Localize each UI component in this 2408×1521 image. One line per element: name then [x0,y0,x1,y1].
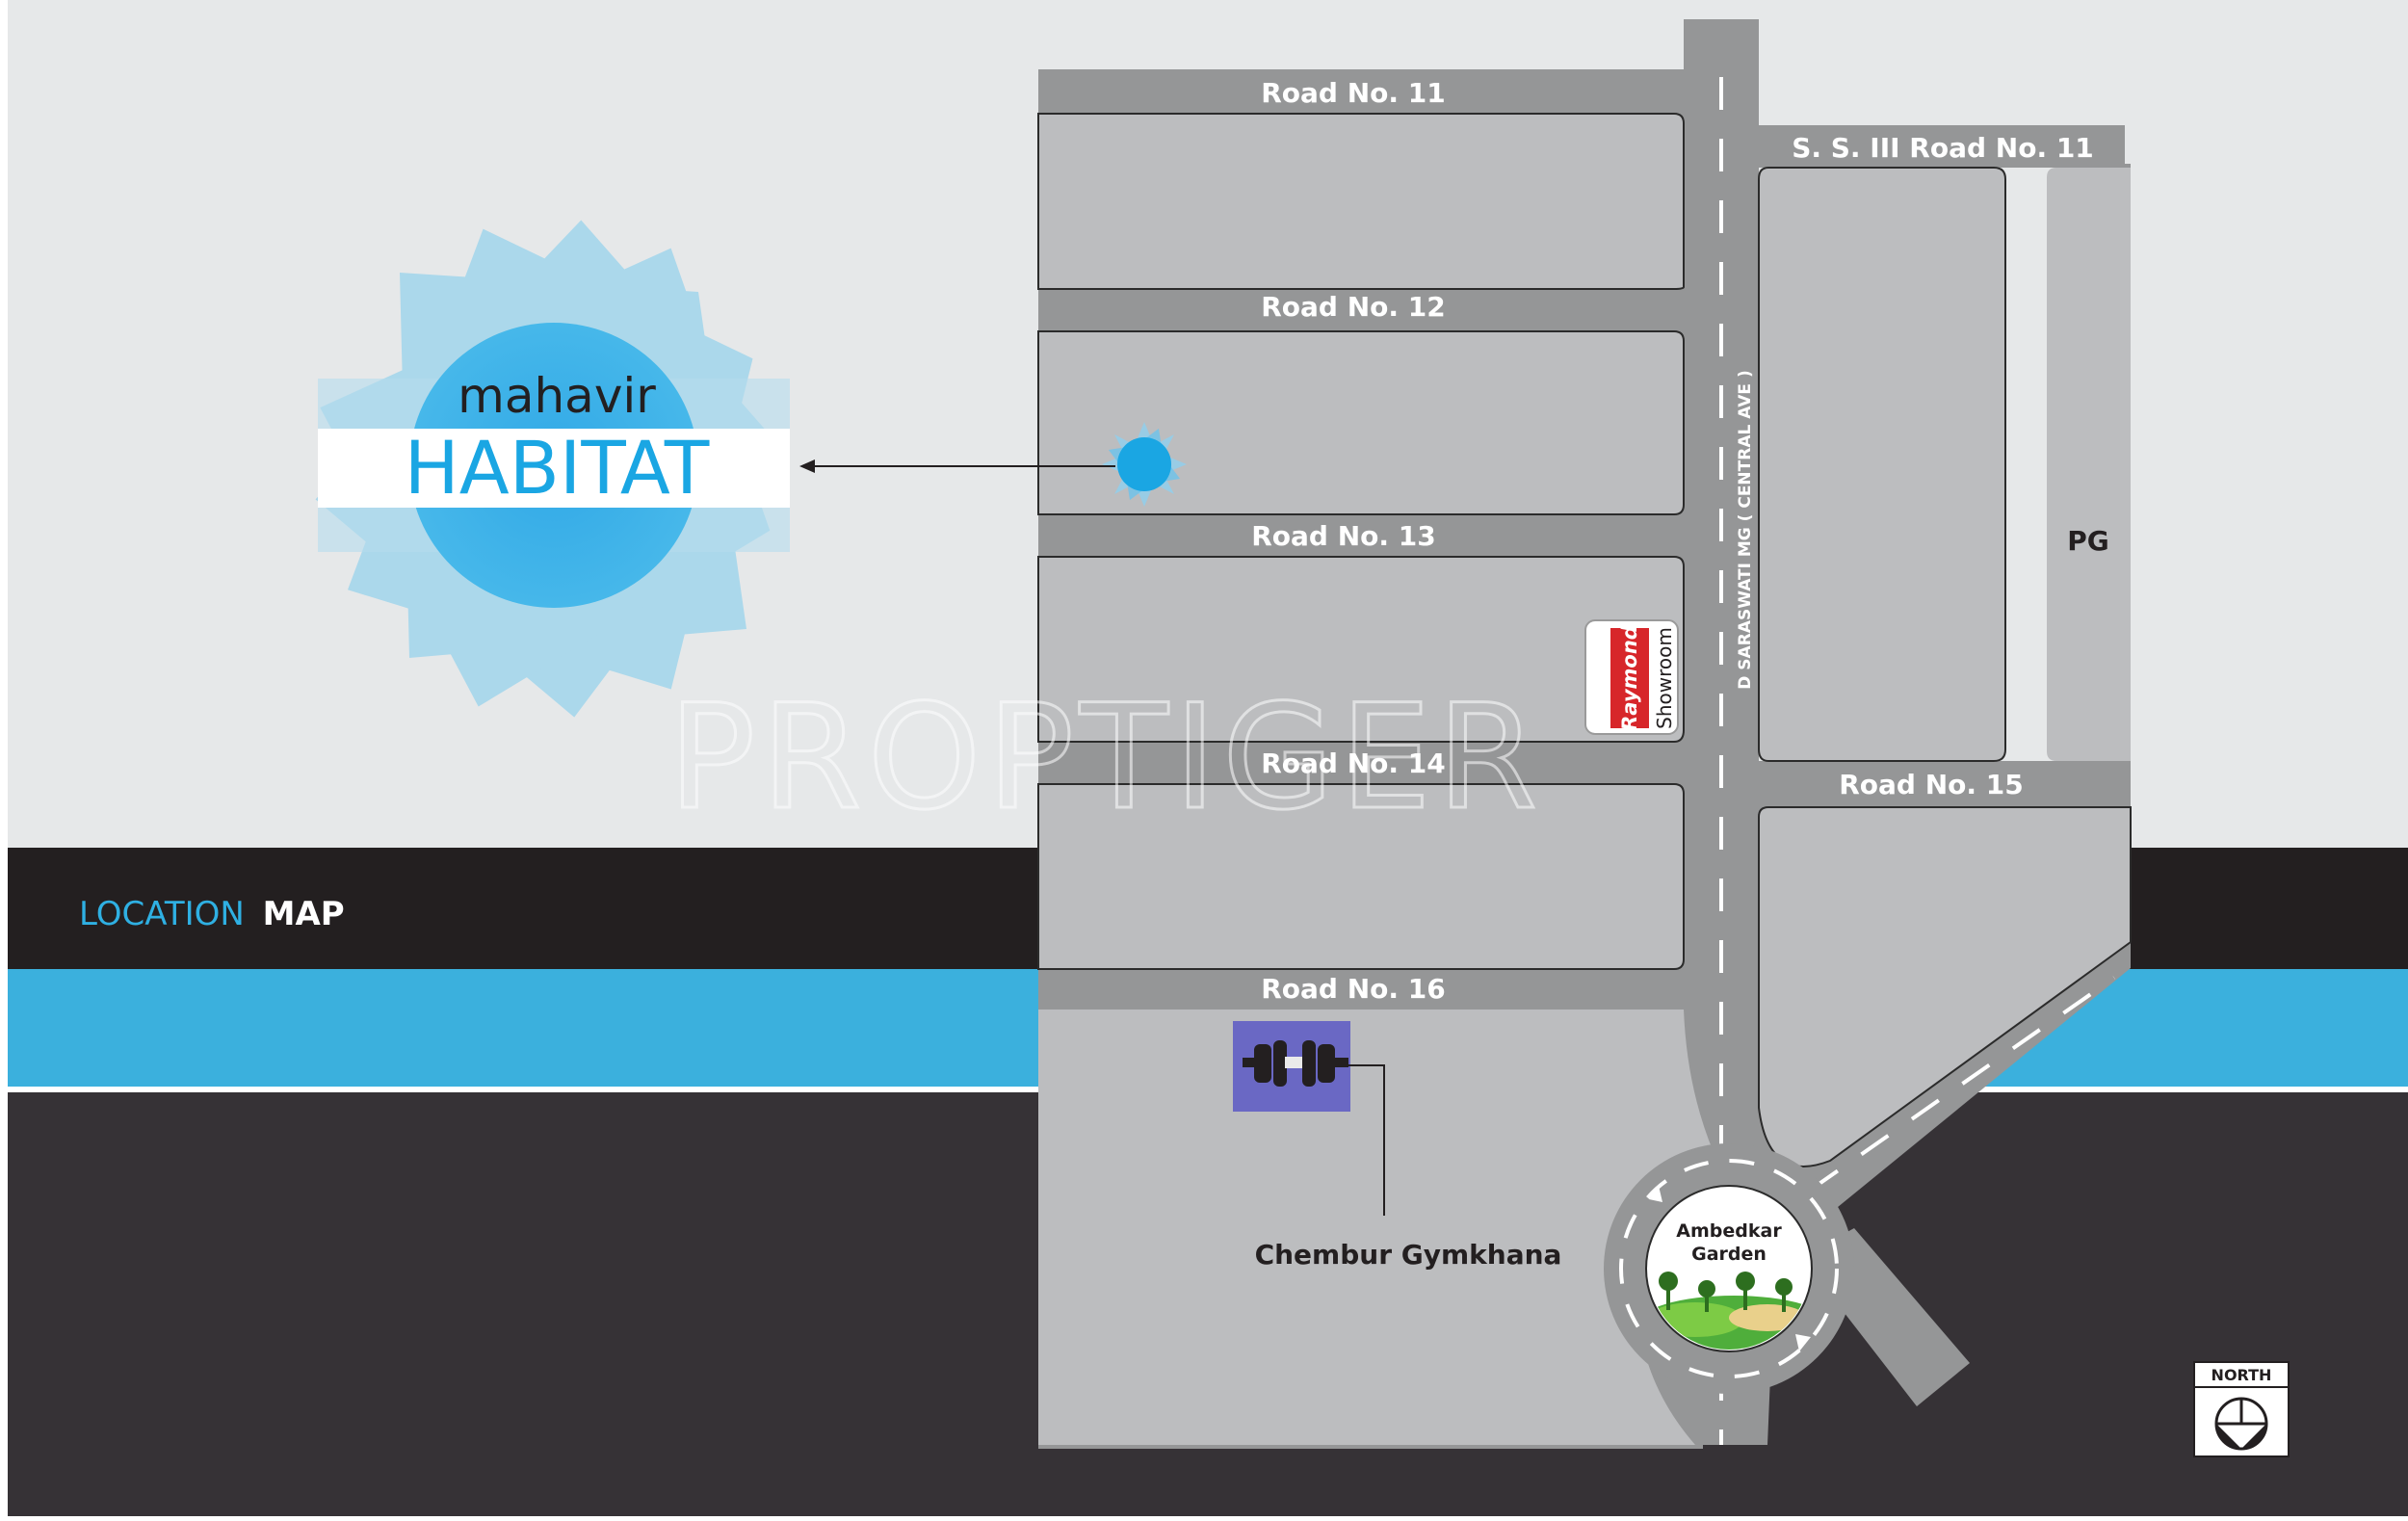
raymond-showroom: Raymond Showroom [1584,619,1679,735]
block-east-south [1758,806,2132,1167]
road-label-11: Road No. 11 [1261,77,1446,109]
road-label-14: Road No. 14 [1261,747,1446,779]
raymond-label: Showroom [1653,627,1676,729]
marker-pointer [799,459,1115,473]
road-label-main: D SARASWATI MG ( CENTRAL AVE ) [1736,370,1755,689]
block-road12-13 [1037,330,1685,515]
compass-label: NORTH [2212,1366,2272,1384]
gymkhana-leader-line [1341,1064,1385,1216]
banner-word-location: LOCATION [79,895,245,933]
bottom-white [0,1516,2408,1521]
left-margin [0,0,8,1521]
banner-title: LOCATION MAP [79,895,345,933]
road-label-12: Road No. 12 [1261,291,1446,323]
project-logo: mahavir HABITAT [315,220,790,718]
logo-line1: mahavir [458,368,656,424]
city-blocks [1037,113,2132,1445]
raymond-brand: Raymond [1618,624,1641,731]
gymkhana-icon [1233,1021,1350,1112]
road-label-15: Road No. 15 [1839,769,2024,800]
roundabout: Ambedkar Garden [1604,1143,1854,1394]
block-road14-16 [1037,783,1685,970]
garden-label-line1: Ambedkar [1676,1220,1782,1242]
road-label-ss3: S. S. III Road No. 11 [1792,132,2094,164]
garden-label-line2: Garden [1691,1244,1767,1265]
gymkhana-label: Chembur Gymkhana [1255,1239,1562,1271]
block-east-pg [2047,168,2131,761]
road-label-16: Road No. 16 [1261,973,1446,1005]
logo-line2: HABITAT [405,425,710,511]
block-road11-12 [1037,113,1685,290]
road-labels: Road No. 11 Road No. 12 Road No. 13 Road… [1251,77,2094,1005]
block-south [1038,1010,1729,1445]
project-marker [1102,422,1187,507]
road-label-13: Road No. 13 [1251,520,1436,552]
pg-label: PG [2067,525,2109,557]
banner-word-map: MAP [263,895,345,933]
block-east-north [1758,167,2006,762]
watermark: PROPTIGER [668,674,1543,842]
north-compass: NORTH [2193,1361,2290,1457]
block-road13-14 [1037,556,1685,743]
